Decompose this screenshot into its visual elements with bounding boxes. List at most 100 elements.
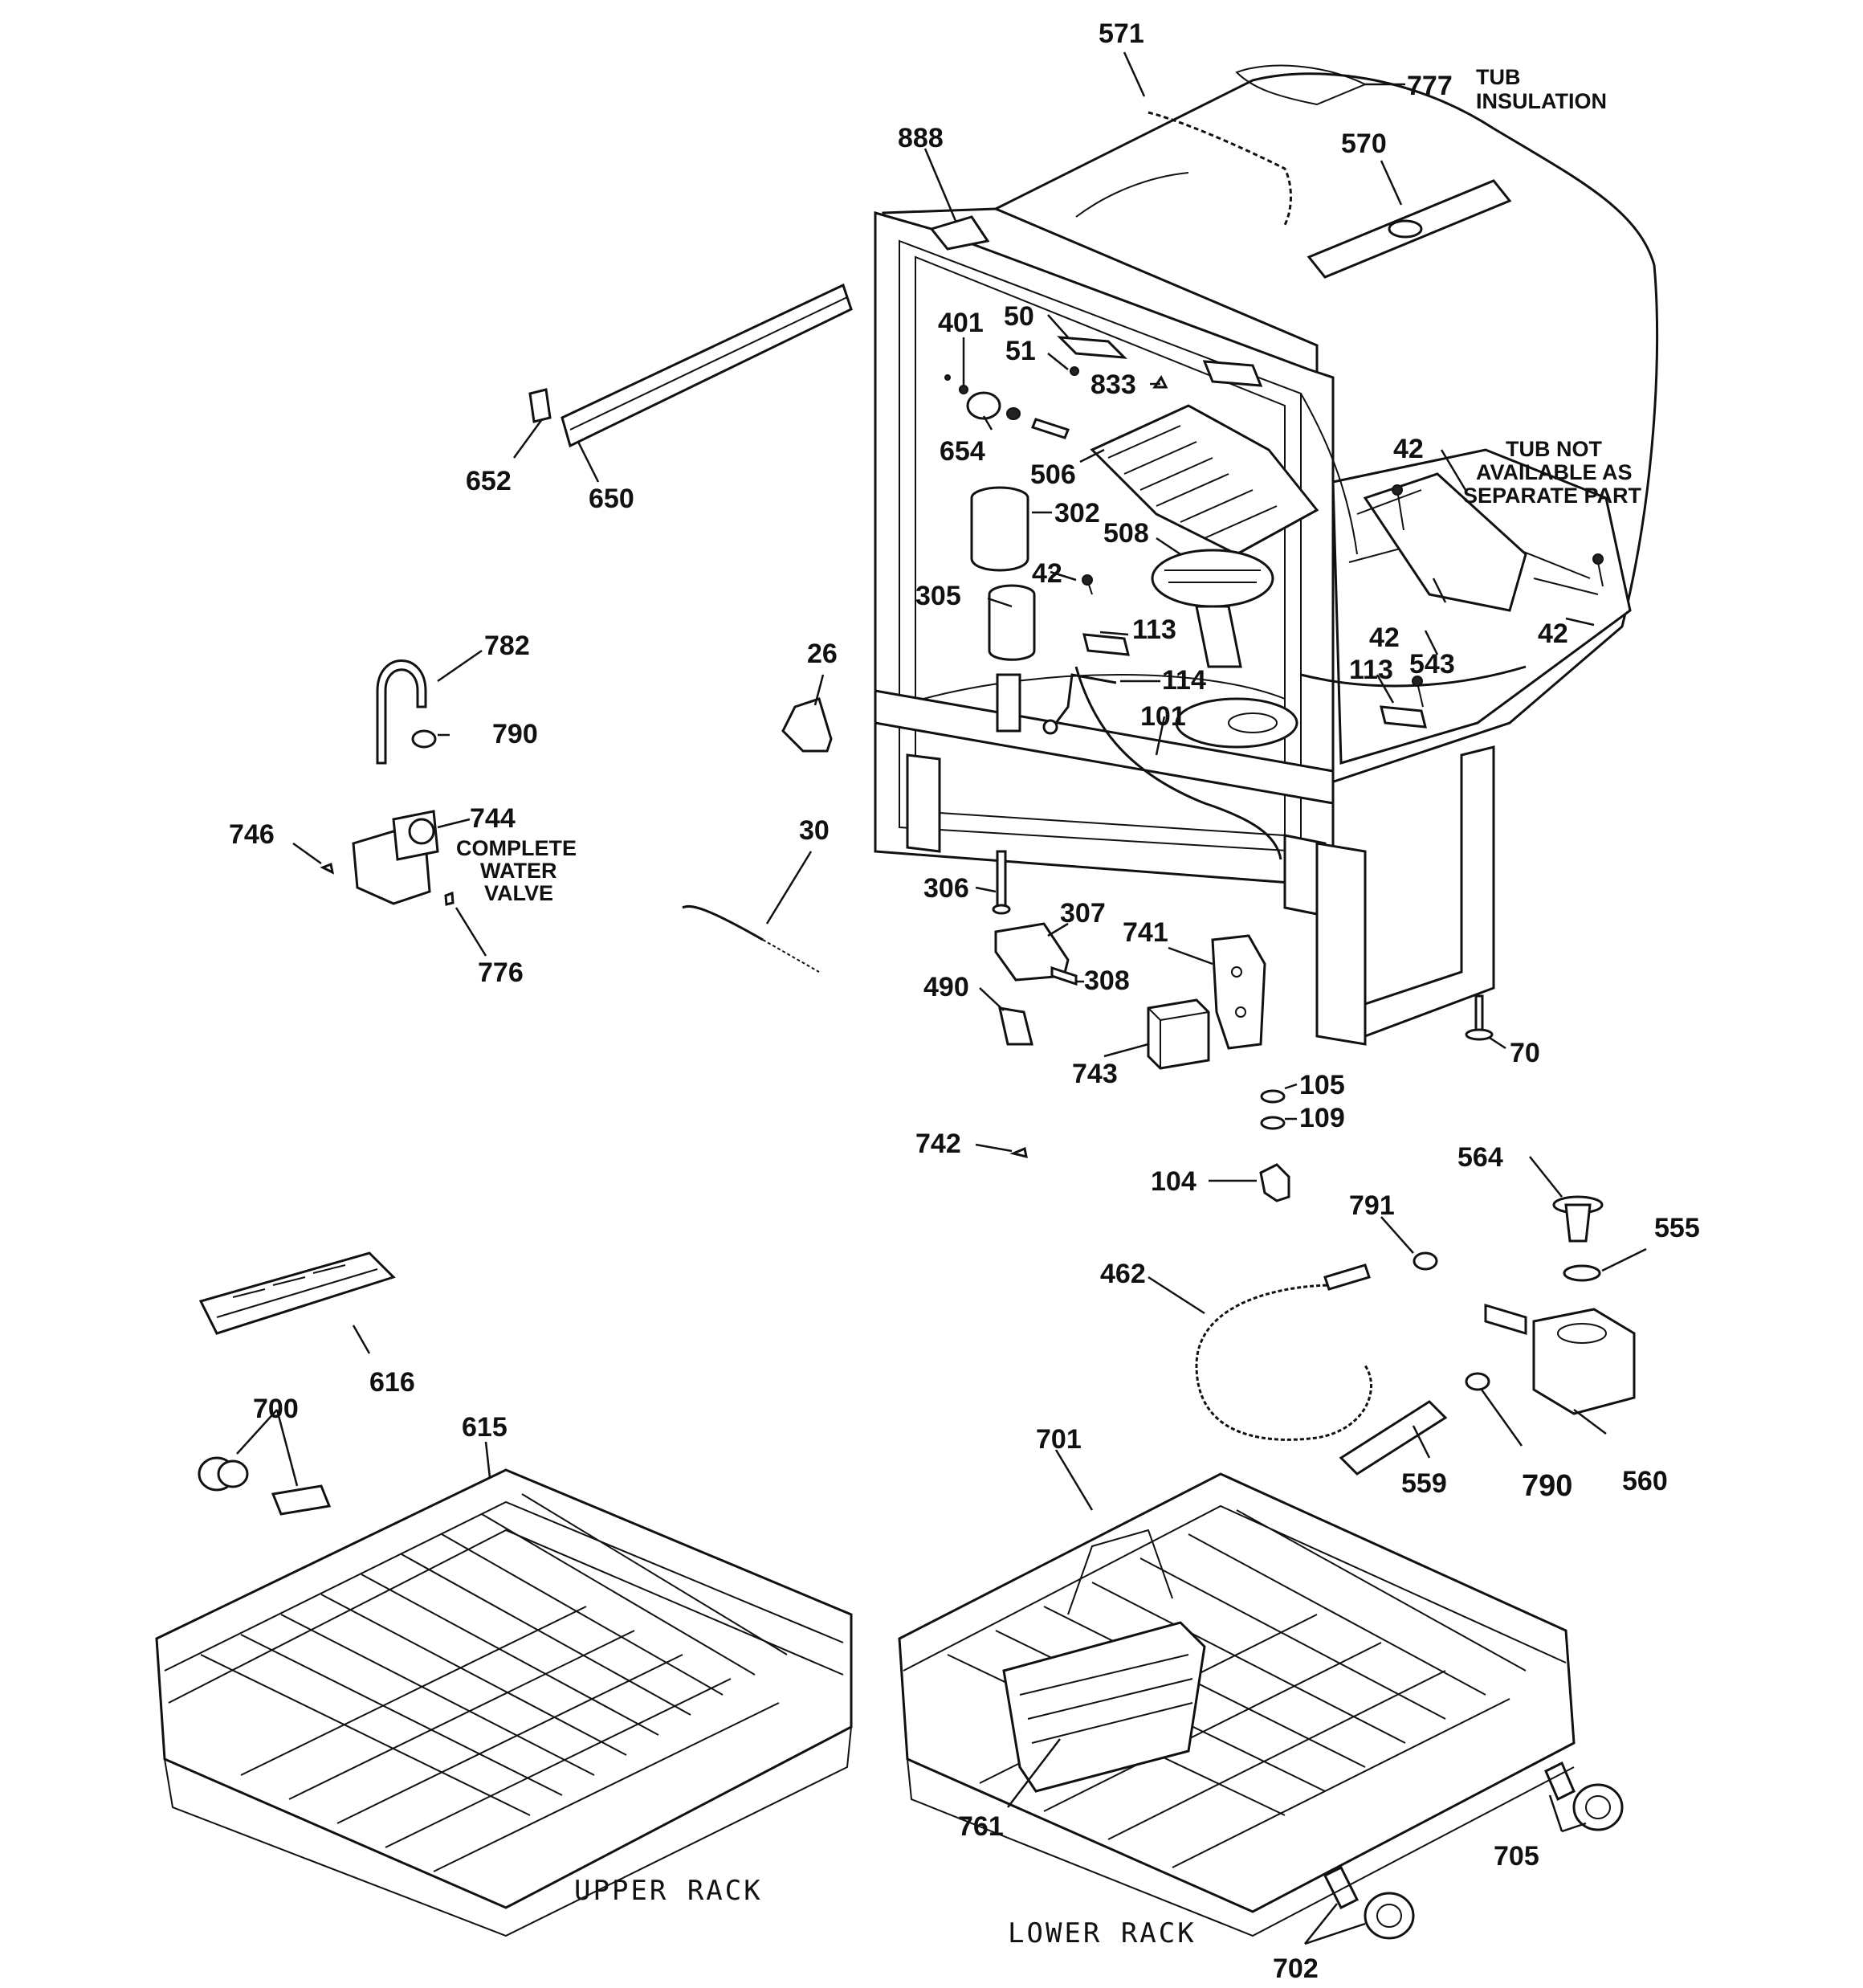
- callout-833: 833: [1090, 369, 1136, 400]
- part-744-water-valve: [320, 810, 455, 906]
- callout-42-top-right: 42: [1393, 434, 1424, 464]
- callout-308: 308: [1084, 965, 1130, 996]
- part-564-cap: [1552, 1195, 1604, 1282]
- callout-302: 302: [1054, 498, 1100, 529]
- screws: [1082, 484, 1604, 708]
- callout-490: 490: [923, 972, 969, 1002]
- callout-101: 101: [1140, 701, 1186, 732]
- note-tub-not-available-line3: SEPARATE PART: [1463, 484, 1642, 508]
- callout-782: 782: [484, 631, 530, 661]
- part-742-screw: [1009, 1146, 1028, 1159]
- lower-rack: [898, 1472, 1576, 1937]
- part-560-housing: [1484, 1303, 1636, 1415]
- callout-113-right: 113: [1349, 655, 1393, 685]
- callout-506: 506: [1030, 459, 1076, 490]
- part-30-spring: [682, 904, 820, 973]
- part-302-cup: [970, 486, 1029, 572]
- callout-700: 700: [253, 1394, 299, 1424]
- callout-307: 307: [1060, 898, 1106, 929]
- callout-555: 555: [1654, 1213, 1700, 1243]
- callout-743: 743: [1072, 1059, 1118, 1089]
- callout-746: 746: [229, 819, 275, 850]
- note-tub-not-available-line2: AVAILABLE AS: [1476, 460, 1633, 484]
- note-tub-insulation-line1: TUB: [1476, 65, 1521, 89]
- part-50-bracket: [1057, 336, 1168, 389]
- notes: TUB INSULATION TUB NOT AVAILABLE AS SEPA…: [456, 65, 1642, 905]
- part-462-hose: [1195, 1263, 1372, 1441]
- part-306-bolt: [992, 850, 1011, 915]
- part-570-vent: [1307, 179, 1512, 279]
- part-702-roller: [1323, 1865, 1415, 1940]
- part-543-harness: [1300, 472, 1599, 729]
- callout-571: 571: [1099, 18, 1144, 49]
- callout-42-far-right: 42: [1538, 618, 1568, 649]
- part-705-roller: [1544, 1761, 1624, 1831]
- callout-702: 702: [1273, 1953, 1319, 1984]
- note-water-valve-line2: WATER: [480, 859, 557, 883]
- part-307-switch: [994, 922, 1078, 1046]
- callout-26: 26: [807, 639, 838, 669]
- part-743-box: [1147, 998, 1210, 1070]
- callout-570: 570: [1341, 129, 1387, 159]
- callout-564: 564: [1457, 1142, 1503, 1173]
- callout-742: 742: [915, 1129, 961, 1159]
- callout-42-lower-right: 42: [1369, 623, 1400, 653]
- part-654-bearing: [944, 374, 1070, 439]
- callout-776: 776: [478, 957, 524, 988]
- callout-741: 741: [1123, 917, 1168, 948]
- note-water-valve-line1: COMPLETE: [456, 836, 577, 860]
- callout-744: 744: [470, 803, 516, 834]
- callout-652: 652: [466, 466, 512, 496]
- callout-30: 30: [799, 815, 830, 846]
- part-782-hose: [376, 659, 437, 765]
- callout-559: 559: [1401, 1468, 1447, 1499]
- part-105-washers: [1259, 1089, 1290, 1202]
- callout-306: 306: [923, 873, 969, 904]
- part-508-spray: [1151, 549, 1274, 668]
- part-305-cup: [988, 584, 1036, 733]
- callout-705: 705: [1494, 1841, 1539, 1872]
- part-26-hinge: [781, 697, 833, 753]
- part-559-hose: [1339, 1400, 1448, 1476]
- callout-560: 560: [1622, 1466, 1668, 1496]
- callout-113-center: 113: [1132, 614, 1176, 645]
- callout-615: 615: [462, 1412, 508, 1443]
- callout-462: 462: [1100, 1259, 1146, 1289]
- callout-401: 401: [938, 308, 984, 338]
- callout-888: 888: [898, 123, 944, 153]
- callout-616: 616: [369, 1367, 415, 1398]
- part-700-roller: [198, 1456, 332, 1516]
- callout-650: 650: [589, 484, 634, 514]
- callout-114: 114: [1162, 665, 1206, 696]
- note-tub-not-available-line1: TUB NOT: [1506, 437, 1602, 461]
- callout-labels: 571 777 888 570 401 50 51 833 652 650 65…: [229, 18, 1700, 1984]
- callout-790-bottom: 790: [1522, 1469, 1572, 1503]
- part-114-wire: [1042, 633, 1282, 860]
- callout-42-center: 42: [1032, 558, 1062, 589]
- upper-rack-label: UPPER RACK: [574, 1875, 763, 1907]
- part-506-filter: [1090, 404, 1319, 556]
- callout-791: 791: [1349, 1190, 1395, 1221]
- callout-508: 508: [1103, 518, 1149, 549]
- part-616-tine-row: [198, 1251, 396, 1335]
- leader-lines: [236, 51, 1647, 1945]
- tub-assembly: [874, 64, 1659, 1046]
- part-741-bracket: [1211, 934, 1266, 1050]
- part-571-hose: [1148, 111, 1292, 226]
- callout-50: 50: [1004, 301, 1034, 332]
- part-70-leg: [1465, 994, 1494, 1041]
- callout-790-top: 790: [492, 719, 538, 749]
- callout-70: 70: [1510, 1038, 1540, 1068]
- callout-761: 761: [958, 1811, 1004, 1842]
- callout-51: 51: [1005, 336, 1036, 366]
- callout-105: 105: [1299, 1070, 1345, 1100]
- callout-777: 777: [1407, 71, 1453, 101]
- note-tub-insulation-line2: INSULATION: [1476, 89, 1607, 113]
- callout-701: 701: [1036, 1424, 1082, 1455]
- callout-109: 109: [1299, 1103, 1345, 1133]
- callout-543: 543: [1409, 649, 1455, 680]
- note-water-valve-line3: VALVE: [484, 881, 553, 905]
- upper-rack: [155, 1468, 853, 1937]
- callout-305: 305: [915, 581, 961, 611]
